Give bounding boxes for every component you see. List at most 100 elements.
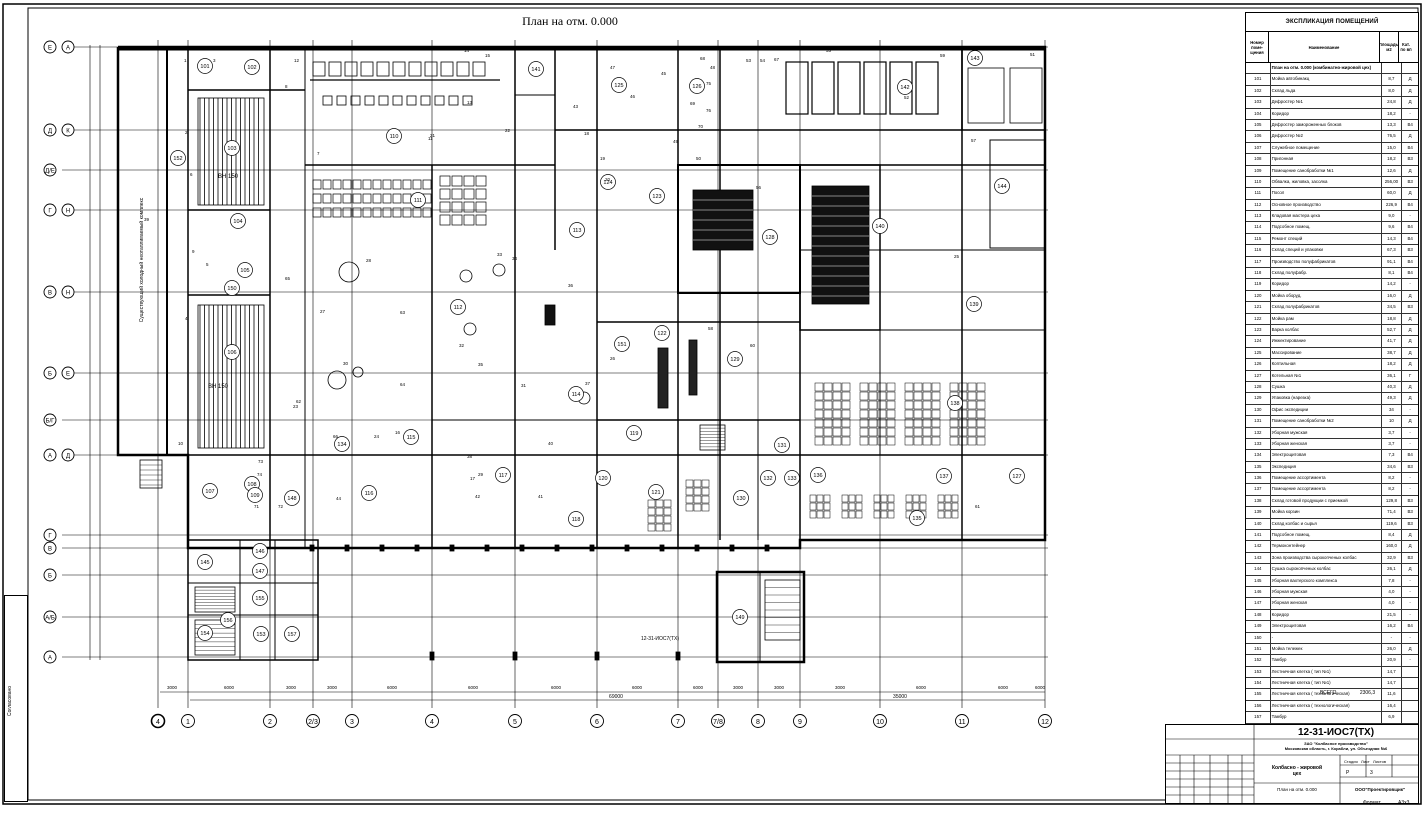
round-machine: [459, 269, 473, 283]
stage-value: Р: [1346, 770, 1350, 776]
room-number-label: 134: [337, 442, 346, 448]
pallet-cell: [823, 400, 833, 410]
column-post: [694, 544, 700, 552]
work-table: [412, 207, 422, 218]
room-number-bubble: [403, 429, 419, 445]
dimension-segment-label: 3000: [167, 685, 178, 690]
equipment-number: 12: [294, 58, 300, 63]
room-number-cell: 130: [1246, 404, 1271, 416]
room-number-cell: 115: [1246, 233, 1271, 245]
row-axis-label-secondary: Е: [66, 372, 70, 378]
equipment-number: 2: [185, 130, 188, 135]
room-number-cell: 104: [1246, 108, 1271, 119]
work-table: [372, 179, 382, 190]
equipment-number: 27: [320, 309, 326, 314]
room-category-cell: [1402, 701, 1418, 711]
expedition-cell: [919, 494, 927, 503]
dimension-segment-label: 6000: [998, 685, 1009, 690]
equipment-number: 62: [296, 399, 302, 404]
room-name-cell: Лестничная клетка ( технологическая): [1271, 700, 1382, 712]
column-axis-label: 12: [1041, 719, 1049, 726]
room-number-bubble: [252, 590, 268, 606]
pallet-cell: [823, 418, 833, 428]
room-number-bubble: [170, 150, 186, 166]
room-category-cell: -: [1409, 657, 1411, 663]
expedition-cell: [880, 510, 888, 519]
room-area-cell: 16,2: [1382, 621, 1403, 632]
salting-container: [451, 188, 463, 200]
room-area-cell: 14,7: [1382, 666, 1403, 678]
object-name-line-1: Колбасно - жировой: [1271, 765, 1323, 771]
defroster-bath-1: [197, 97, 265, 206]
room-name-cell: Служебное помещение: [1271, 142, 1382, 154]
equipment-number: 45: [661, 71, 667, 76]
room-number-bubble: [528, 61, 544, 77]
salting-container: [451, 175, 463, 187]
sheet-outer-frame: [2, 3, 1422, 805]
expedition-cell: [855, 510, 863, 519]
room-name-cell: Офис экспедиции: [1271, 404, 1382, 416]
equipment-number: 3: [213, 58, 216, 63]
pallet-cell: [868, 400, 878, 410]
dimension-segment-label: 6000: [693, 685, 704, 690]
work-table: [382, 179, 392, 190]
column-post: [675, 651, 681, 661]
room-number-bubble: [237, 262, 253, 278]
row-axis-bubble-secondary: [61, 40, 75, 54]
format-value: А3х3: [1398, 800, 1410, 806]
room-number-bubble: [648, 484, 664, 500]
room-number-cell: 141: [1246, 530, 1271, 541]
equipment-number: 48: [710, 65, 716, 70]
room-area-cell: 18,2: [1382, 108, 1403, 119]
column-axis-label: 5: [513, 719, 517, 726]
equipment-number: 60: [750, 343, 756, 348]
equipment-number: 57: [971, 138, 977, 143]
sheet-name: План на отм. 0.000: [1277, 787, 1317, 792]
processing-station: [448, 95, 459, 106]
equipment-number: 28: [366, 258, 372, 263]
room-category-cell: Д: [1408, 99, 1412, 105]
dimension-lines: [89, 45, 1045, 701]
equipment-number: 41: [538, 494, 544, 499]
room-name-cell: Мойка оборуд.: [1271, 290, 1382, 302]
work-table: [352, 179, 362, 190]
pallet-cell: [823, 409, 833, 419]
pallet-cell: [913, 409, 923, 419]
room-category-cell: В3: [1407, 520, 1413, 526]
room-name-cell: Коридор: [1271, 609, 1382, 621]
round-machine: [463, 322, 477, 336]
equipment-number: 64: [400, 382, 406, 387]
equipment-number: 24: [374, 434, 380, 439]
processing-station: [344, 61, 358, 77]
expedition-cell: [919, 502, 927, 511]
store-cell: [647, 507, 656, 516]
equipment-number: 25: [954, 254, 960, 259]
pallet-cell: [913, 400, 923, 410]
pallet-cell: [832, 391, 842, 401]
room-name-cell: Варка колбас: [1271, 324, 1382, 336]
room-number-label: 141: [531, 67, 540, 73]
equipment-number: 30: [343, 361, 349, 366]
pallet-cell: [931, 409, 941, 419]
equipment-number: 13: [467, 100, 473, 105]
room-number-label: 140: [875, 224, 884, 230]
grid-axis-lines: [62, 40, 1048, 708]
room-number-label: 101: [200, 64, 209, 70]
room-area-cell: 13,3: [1382, 119, 1403, 131]
room-number-label: 112: [454, 305, 463, 311]
room-name-cell: Уборная женская: [1271, 438, 1382, 450]
row-axis-label: Г: [48, 209, 52, 215]
room-number-cell: 136: [1246, 473, 1271, 484]
expedition-cell: [944, 502, 952, 511]
